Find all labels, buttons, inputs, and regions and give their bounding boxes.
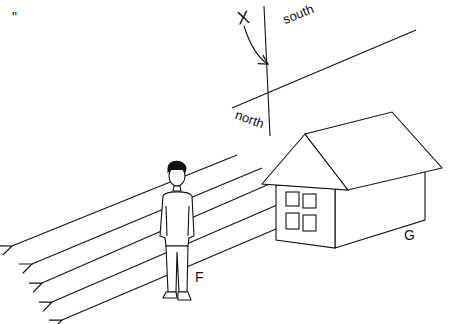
direction-label: north — [234, 108, 266, 130]
quote-mark: " — [12, 10, 17, 24]
direction-label: south — [281, 2, 315, 26]
point-label: F — [195, 270, 204, 284]
angle-label: X — [236, 8, 251, 28]
house — [262, 112, 442, 248]
person — [160, 161, 194, 300]
north-south-line — [232, 6, 416, 136]
point-label: G — [404, 228, 415, 242]
